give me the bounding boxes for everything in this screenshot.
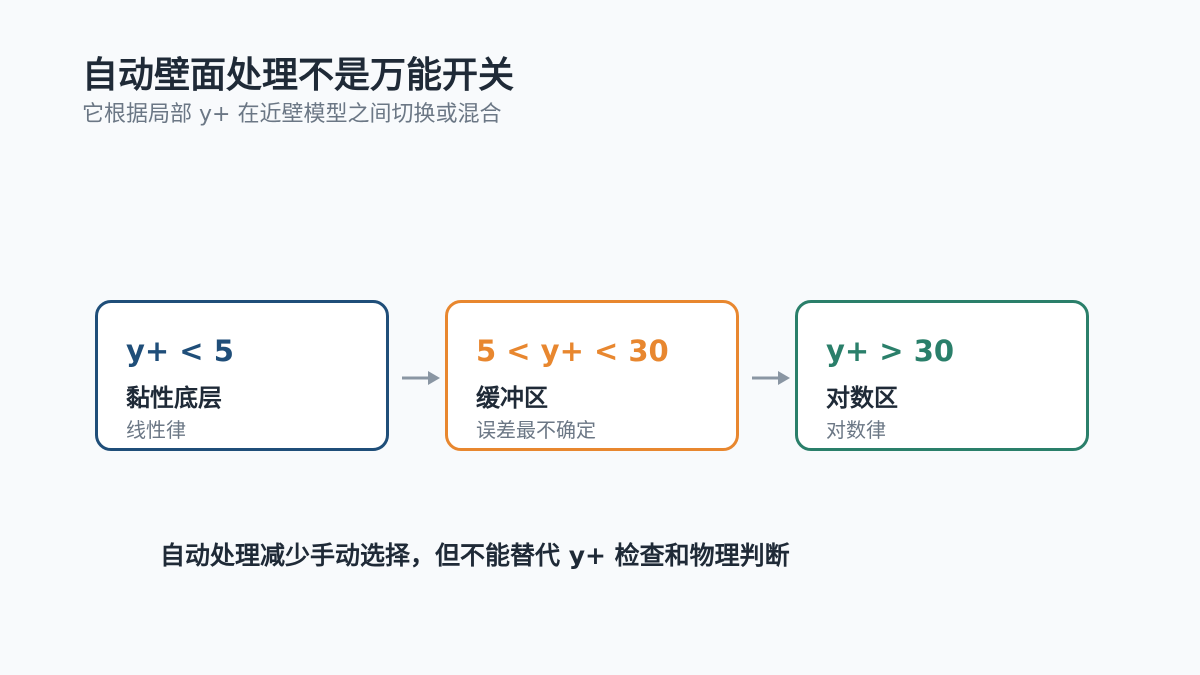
region-range: y+ > 30 — [826, 334, 955, 368]
region-box-buffer-layer: 5 < y+ < 30 缓冲区 误差最不确定 — [445, 300, 739, 451]
region-name: 对数区 — [826, 384, 898, 412]
region-law: 线性律 — [126, 418, 186, 442]
page-subtitle: 它根据局部 y+ 在近壁模型之间切换或混合 — [82, 102, 502, 127]
footer-note: 自动处理减少手动选择，但不能替代 y+ 检查和物理判断 — [160, 541, 790, 570]
region-range: 5 < y+ < 30 — [476, 334, 669, 368]
region-name: 缓冲区 — [476, 384, 548, 412]
region-box-viscous-sublayer: y+ < 5 黏性底层 线性律 — [95, 300, 389, 451]
arrow-right-icon — [752, 371, 790, 385]
region-name: 黏性底层 — [126, 384, 222, 412]
region-box-log-layer: y+ > 30 对数区 对数律 — [795, 300, 1089, 451]
arrow-right-icon — [402, 371, 440, 385]
page-title: 自动壁面处理不是万能开关 — [82, 55, 515, 96]
region-range: y+ < 5 — [126, 334, 234, 368]
region-law: 误差最不确定 — [476, 418, 596, 442]
region-law: 对数律 — [826, 418, 886, 442]
